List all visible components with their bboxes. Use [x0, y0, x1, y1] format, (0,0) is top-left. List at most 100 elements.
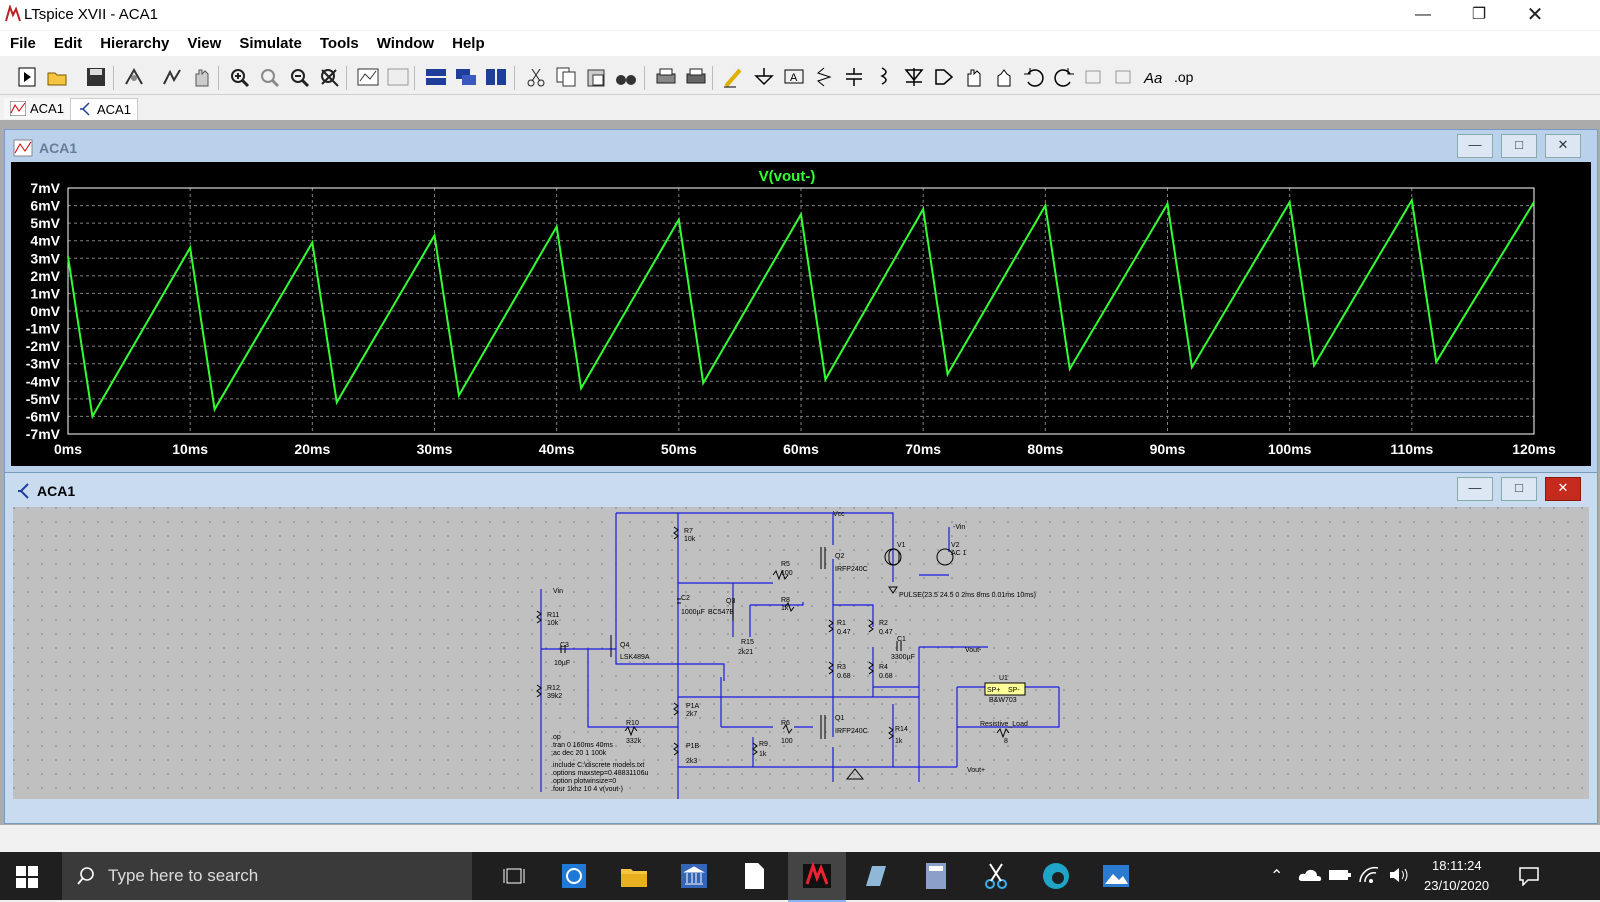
- zoom-in-icon[interactable]: [228, 66, 252, 88]
- y-tick-label: 5mV: [30, 215, 60, 231]
- inductor-icon[interactable]: [872, 66, 896, 88]
- halt-hand-icon[interactable]: [190, 66, 214, 88]
- schematic-label: Vout+: [967, 767, 985, 774]
- y-tick-label: -3mV: [26, 356, 61, 372]
- wifi-icon[interactable]: [1358, 866, 1380, 884]
- schematic-maximize-button[interactable]: □: [1501, 477, 1537, 501]
- cut-icon[interactable]: [524, 66, 548, 88]
- clock-date[interactable]: 23/10/2020: [1424, 878, 1490, 893]
- schematic-label: BC547B: [708, 609, 734, 616]
- bank-app-icon[interactable]: [678, 860, 710, 892]
- calculator-icon[interactable]: [920, 860, 952, 892]
- minimize-button[interactable]: —: [1415, 6, 1431, 23]
- close-button[interactable]: ✕: [1526, 4, 1544, 26]
- move-hand-icon[interactable]: [962, 66, 986, 88]
- schematic-minimize-button[interactable]: —: [1457, 477, 1493, 501]
- plot-maximize-button[interactable]: □: [1501, 134, 1537, 158]
- snipping-tool-icon[interactable]: [980, 860, 1012, 892]
- taskbar-search-box[interactable]: Type here to search: [62, 852, 472, 900]
- document-app-icon[interactable]: [738, 860, 770, 892]
- edge-browser-icon[interactable]: [1040, 860, 1072, 892]
- tile-vertical-icon[interactable]: [484, 66, 508, 88]
- schematic-label: R2: [879, 620, 888, 627]
- menu-help[interactable]: Help: [452, 35, 485, 52]
- delete-trace-icon[interactable]: [386, 66, 410, 88]
- tile-horizontal-icon[interactable]: [424, 66, 448, 88]
- menu-simulate[interactable]: Simulate: [239, 35, 302, 52]
- menu-view[interactable]: View: [187, 35, 222, 52]
- diode-icon[interactable]: [902, 66, 926, 88]
- drag-hand-icon[interactable]: [992, 66, 1016, 88]
- spice-directive-line[interactable]: .tran 0 160ms 40ms: [551, 742, 613, 749]
- resistor-icon[interactable]: [812, 66, 836, 88]
- sync-app-icon[interactable]: [558, 860, 590, 892]
- print-preview-icon[interactable]: [684, 66, 708, 88]
- spice-directive-line[interactable]: .op: [551, 734, 561, 741]
- pan-icon[interactable]: [258, 66, 282, 88]
- plot-close-button[interactable]: ✕: [1545, 134, 1581, 158]
- new-schematic-icon[interactable]: [16, 66, 40, 88]
- taskbar-ltspice-active[interactable]: [788, 852, 846, 902]
- menu-tools[interactable]: Tools: [319, 35, 359, 52]
- volume-icon[interactable]: [1388, 866, 1410, 884]
- schematic-label: R10: [626, 720, 639, 727]
- mirror-icon[interactable]: [1112, 66, 1136, 88]
- print-icon[interactable]: [654, 66, 678, 88]
- plot-minimize-button[interactable]: —: [1457, 134, 1493, 158]
- menu-window[interactable]: Window: [376, 35, 435, 52]
- photos-app-icon[interactable]: [1100, 860, 1132, 892]
- battery-icon[interactable]: [1328, 868, 1352, 882]
- copy-icon[interactable]: [554, 66, 578, 88]
- schematic-label: R14: [895, 726, 908, 733]
- label-net-icon[interactable]: A: [782, 66, 806, 88]
- find-binoculars-icon[interactable]: [614, 66, 638, 88]
- y-tick-label: -4mV: [26, 373, 61, 389]
- restore-button[interactable]: ❐: [1471, 6, 1487, 23]
- component-icon[interactable]: [932, 66, 956, 88]
- spice-directive-line[interactable]: .four 1khz 10 4 v(vout-): [551, 786, 623, 793]
- schematic-close-button[interactable]: ✕: [1545, 477, 1581, 501]
- spice-directive-line[interactable]: ;ac dec 20 1 100k: [551, 750, 607, 757]
- autorange-icon[interactable]: [356, 66, 380, 88]
- spice-directive-line[interactable]: .include C:\discrete models.txt: [551, 762, 644, 769]
- save-icon[interactable]: [84, 66, 108, 88]
- schematic-components: [536, 526, 1026, 780]
- onedrive-cloud-icon[interactable]: [1298, 867, 1322, 883]
- control-panel-icon[interactable]: [122, 66, 146, 88]
- paste-icon[interactable]: [584, 66, 608, 88]
- spice-directives: .op.tran 0 160ms 40ms;ac dec 20 1 100k .i…: [551, 734, 648, 793]
- menu-file[interactable]: File: [10, 35, 36, 52]
- tab-schematic[interactable]: ACA1: [70, 98, 138, 121]
- file-explorer-icon[interactable]: [618, 860, 650, 892]
- menu-edit[interactable]: Edit: [53, 35, 83, 52]
- show-hidden-icons-icon[interactable]: ⌃: [1270, 868, 1284, 885]
- text-icon[interactable]: Aa: [1142, 66, 1166, 88]
- tab-waveform[interactable]: ACA1: [4, 98, 70, 119]
- rotate-icon[interactable]: [1082, 66, 1106, 88]
- x-tick-label: 20ms: [294, 441, 330, 457]
- undo-icon[interactable]: [1022, 66, 1046, 88]
- notifications-icon[interactable]: [1518, 866, 1540, 886]
- clock-time[interactable]: 18:11:24: [1432, 858, 1482, 873]
- menu-hierarchy[interactable]: Hierarchy: [100, 35, 170, 52]
- spice-directive-icon[interactable]: .op: [1172, 66, 1196, 88]
- open-folder-icon[interactable]: [46, 66, 70, 88]
- schematic-label: IRFP240C: [835, 728, 868, 735]
- svg-text:A: A: [790, 72, 798, 84]
- spice-directive-line[interactable]: .options maxstep=0.48831106u: [551, 770, 648, 777]
- spice-directive-line[interactable]: .option plotwinsize=0: [551, 778, 616, 785]
- ground-icon[interactable]: [752, 66, 776, 88]
- capacitor-icon[interactable]: [842, 66, 866, 88]
- trace-vout-minus[interactable]: [67, 197, 1535, 420]
- zoom-fit-icon[interactable]: [318, 66, 342, 88]
- drive-app-icon[interactable]: [860, 860, 892, 892]
- waveform-plot[interactable]: V(vout-) 7mV6mV5mV4mV3mV2mV1mV0mV-1mV-2m…: [11, 162, 1591, 466]
- draw-wire-icon[interactable]: [722, 66, 746, 88]
- run-icon[interactable]: [160, 66, 184, 88]
- redo-icon[interactable]: [1052, 66, 1076, 88]
- start-windows-icon[interactable]: [16, 866, 38, 888]
- zoom-out-icon[interactable]: [288, 66, 312, 88]
- cascade-icon[interactable]: [454, 66, 478, 88]
- task-view-icon[interactable]: [498, 860, 530, 892]
